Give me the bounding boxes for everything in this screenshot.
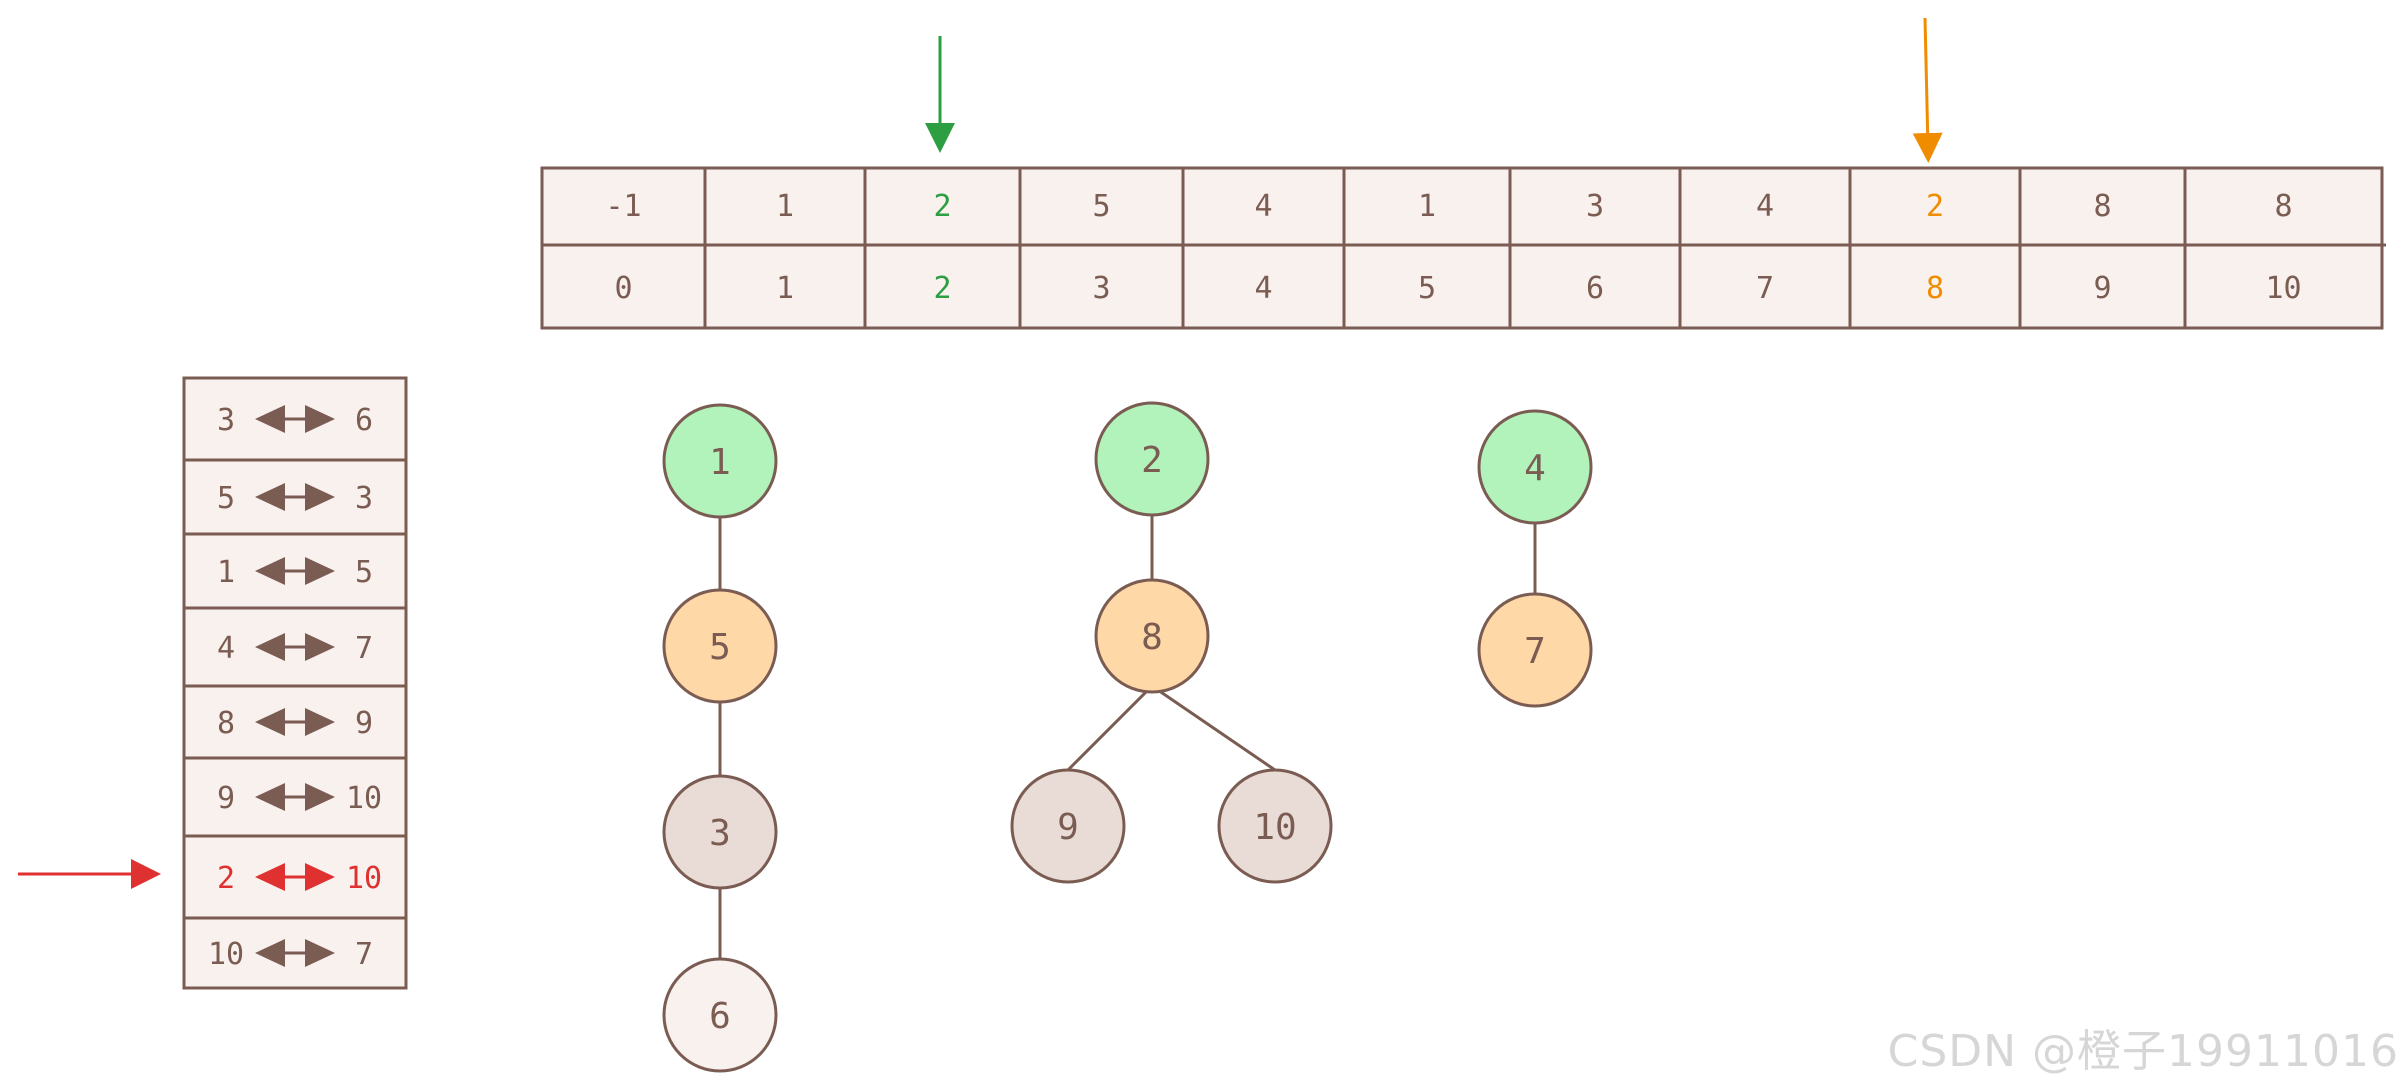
index-value: 10 bbox=[2265, 271, 2301, 306]
parent-value: 4 bbox=[1254, 189, 1272, 224]
tree-node-9: 9 bbox=[1010, 768, 1126, 884]
parent-value: 1 bbox=[1418, 189, 1436, 224]
parent-value: -1 bbox=[605, 189, 641, 224]
watermark: CSDN @橙子19911016 bbox=[1887, 1026, 2399, 1077]
parent-value: 8 bbox=[2093, 189, 2111, 224]
parent-value: 2 bbox=[933, 189, 951, 224]
edge-to: 3 bbox=[355, 481, 373, 516]
edge-to: 7 bbox=[355, 937, 373, 972]
node-circle bbox=[1217, 768, 1333, 884]
node-label: 6 bbox=[709, 996, 731, 1037]
tree-edge bbox=[1151, 684, 1276, 772]
node-label: 9 bbox=[1057, 807, 1079, 848]
node-circle bbox=[1477, 592, 1593, 708]
node-label: 8 bbox=[1141, 617, 1163, 658]
node-label: 2 bbox=[1141, 440, 1163, 481]
index-value: 4 bbox=[1254, 271, 1272, 306]
double-arrow-icon bbox=[255, 708, 335, 736]
index-value: 7 bbox=[1756, 271, 1774, 306]
index-value: 0 bbox=[614, 271, 632, 306]
edge-to: 6 bbox=[355, 403, 373, 438]
edge-row: 10 7 bbox=[208, 937, 373, 972]
node-label: 1 bbox=[709, 442, 731, 483]
double-arrow-icon bbox=[255, 557, 335, 585]
parent-value: 4 bbox=[1756, 189, 1774, 224]
parent-value: 1 bbox=[776, 189, 794, 224]
double-arrow-icon bbox=[255, 483, 335, 511]
edge-to: 10 bbox=[346, 781, 382, 816]
index-value: 8 bbox=[1926, 271, 1944, 306]
node-circle bbox=[662, 403, 778, 519]
parent-value: 8 bbox=[2274, 189, 2292, 224]
edge-row: 9 10 bbox=[217, 781, 382, 816]
tree-node-1: 1 bbox=[662, 403, 778, 519]
edge-row-active: 2 10 bbox=[217, 861, 382, 896]
array-frame bbox=[540, 166, 2384, 330]
tree-node-2: 2 bbox=[1094, 401, 1210, 517]
node-circle bbox=[662, 774, 778, 890]
node-label: 7 bbox=[1524, 631, 1546, 672]
index-value: 9 bbox=[2093, 271, 2111, 306]
parent-value: 5 bbox=[1092, 189, 1110, 224]
edge-to: 9 bbox=[355, 706, 373, 741]
tree-node-4: 4 bbox=[1477, 409, 1593, 525]
parent-value: 3 bbox=[1586, 189, 1604, 224]
node-circle bbox=[662, 588, 778, 704]
index-value: 2 bbox=[933, 271, 951, 306]
node-label: 4 bbox=[1524, 448, 1546, 489]
edge-to: 5 bbox=[355, 555, 373, 590]
tree-nodes: 1 5 3 6 2 8 9 10 4 7 bbox=[662, 401, 1593, 1073]
double-arrow-icon bbox=[255, 863, 335, 891]
index-value: 3 bbox=[1092, 271, 1110, 306]
tree-node-8: 8 bbox=[1094, 578, 1210, 694]
edge-from: 4 bbox=[217, 631, 235, 666]
index-value: 6 bbox=[1586, 271, 1604, 306]
edge-to: 7 bbox=[355, 631, 373, 666]
node-label: 10 bbox=[1253, 807, 1296, 848]
tree-node-5: 5 bbox=[662, 588, 778, 704]
double-arrow-icon bbox=[255, 783, 335, 811]
edge-to: 10 bbox=[346, 861, 382, 896]
tree-node-3: 3 bbox=[662, 774, 778, 890]
node-circle bbox=[1010, 768, 1126, 884]
node-circle bbox=[1094, 401, 1210, 517]
index-value: 1 bbox=[776, 271, 794, 306]
edge-from: 10 bbox=[208, 937, 244, 972]
node-circle bbox=[1094, 578, 1210, 694]
double-arrow-icon bbox=[255, 405, 335, 433]
edge-from: 2 bbox=[217, 861, 235, 896]
parent-value: 2 bbox=[1926, 189, 1944, 224]
orange-pointer-arrow bbox=[1912, 17, 1943, 163]
tree-node-6: 6 bbox=[662, 957, 778, 1073]
node-circle bbox=[662, 957, 778, 1073]
parent-array: -1 0 1 1 2 2 5 3 4 4 1 5 3 6 4 7 2 8 8 9 8 10 bbox=[540, 166, 2386, 330]
edge-from: 9 bbox=[217, 781, 235, 816]
edge-from: 3 bbox=[217, 403, 235, 438]
edge-from: 8 bbox=[217, 706, 235, 741]
tree-edge bbox=[1066, 684, 1154, 772]
double-arrow-icon bbox=[255, 633, 335, 661]
tree-links bbox=[718, 515, 1537, 959]
node-circle bbox=[1477, 409, 1593, 525]
node-label: 3 bbox=[709, 813, 731, 854]
tree-node-10: 10 bbox=[1217, 768, 1333, 884]
double-arrow-icon bbox=[255, 939, 335, 967]
edge-from: 1 bbox=[217, 555, 235, 590]
edge-from: 5 bbox=[217, 481, 235, 516]
tree-node-7: 7 bbox=[1477, 592, 1593, 708]
index-value: 5 bbox=[1418, 271, 1436, 306]
node-label: 5 bbox=[709, 627, 731, 668]
edge-list-frame bbox=[182, 376, 408, 990]
